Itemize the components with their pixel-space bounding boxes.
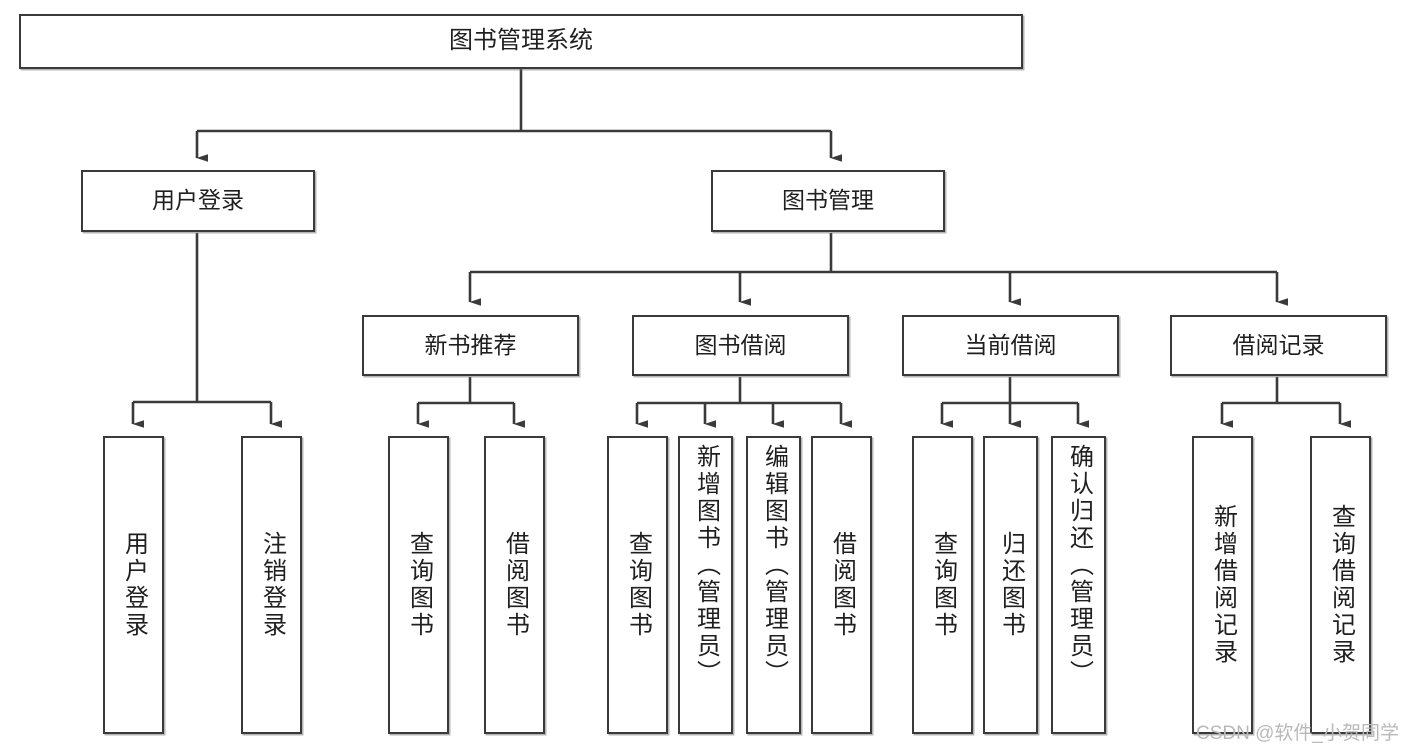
node-label: 新书推荐	[424, 331, 517, 358]
node-label: 借阅图书	[828, 531, 856, 639]
node-label: 归还图书	[997, 531, 1025, 639]
leaf-add-borrow-record[interactable]: 新增借阅记录	[1192, 436, 1253, 734]
node-label: 确认归还（管理员）	[1065, 444, 1093, 687]
node-label: 图书管理系统	[449, 27, 593, 55]
node-label: 查询图书	[624, 531, 652, 639]
node-label: 用户登录	[120, 531, 148, 639]
node-user-login[interactable]: 用户登录	[81, 170, 315, 232]
node-current-borrow[interactable]: 当前借阅	[902, 315, 1119, 376]
node-label: 新增图书（管理员）	[692, 444, 720, 687]
leaf-return-book[interactable]: 归还图书	[983, 436, 1038, 734]
node-label: 借阅记录	[1232, 331, 1325, 358]
node-book-borrow[interactable]: 图书借阅	[632, 315, 849, 376]
node-new-book-recommend[interactable]: 新书推荐	[362, 315, 579, 376]
node-label: 图书管理	[782, 187, 874, 214]
leaf-add-book-admin[interactable]: 新增图书（管理员）	[678, 436, 733, 734]
leaf-query-book-recommend[interactable]: 查询图书	[388, 436, 449, 734]
node-label: 当前借阅	[964, 331, 1057, 358]
leaf-logout[interactable]: 注销登录	[241, 436, 302, 734]
leaf-query-book-borrow[interactable]: 查询图书	[607, 436, 668, 734]
node-label: 查询借阅记录	[1327, 504, 1355, 666]
leaf-query-borrow-record[interactable]: 查询借阅记录	[1310, 436, 1371, 734]
node-label: 新增借阅记录	[1209, 504, 1237, 666]
node-label: 注销登录	[258, 531, 286, 639]
leaf-borrow-book-recommend[interactable]: 借阅图书	[484, 436, 545, 734]
leaf-edit-book-admin[interactable]: 编辑图书（管理员）	[746, 436, 801, 734]
node-borrow-record[interactable]: 借阅记录	[1170, 315, 1387, 376]
leaf-query-book-current[interactable]: 查询图书	[912, 436, 973, 734]
node-label: 图书借阅	[694, 331, 787, 358]
leaf-user-login[interactable]: 用户登录	[103, 436, 164, 734]
leaf-borrow-book[interactable]: 借阅图书	[811, 436, 872, 734]
node-label: 借阅图书	[501, 531, 529, 639]
node-root-book-management-system[interactable]: 图书管理系统	[19, 14, 1023, 69]
csdn-watermark: CSDN @软件_小贺同学	[1196, 723, 1399, 744]
node-label: 查询图书	[405, 531, 433, 639]
node-label: 编辑图书（管理员）	[760, 444, 788, 687]
node-label: 查询图书	[929, 531, 957, 639]
node-label: 用户登录	[152, 187, 244, 214]
leaf-confirm-return-admin[interactable]: 确认归还（管理员）	[1051, 436, 1106, 734]
node-book-management[interactable]: 图书管理	[711, 170, 945, 232]
